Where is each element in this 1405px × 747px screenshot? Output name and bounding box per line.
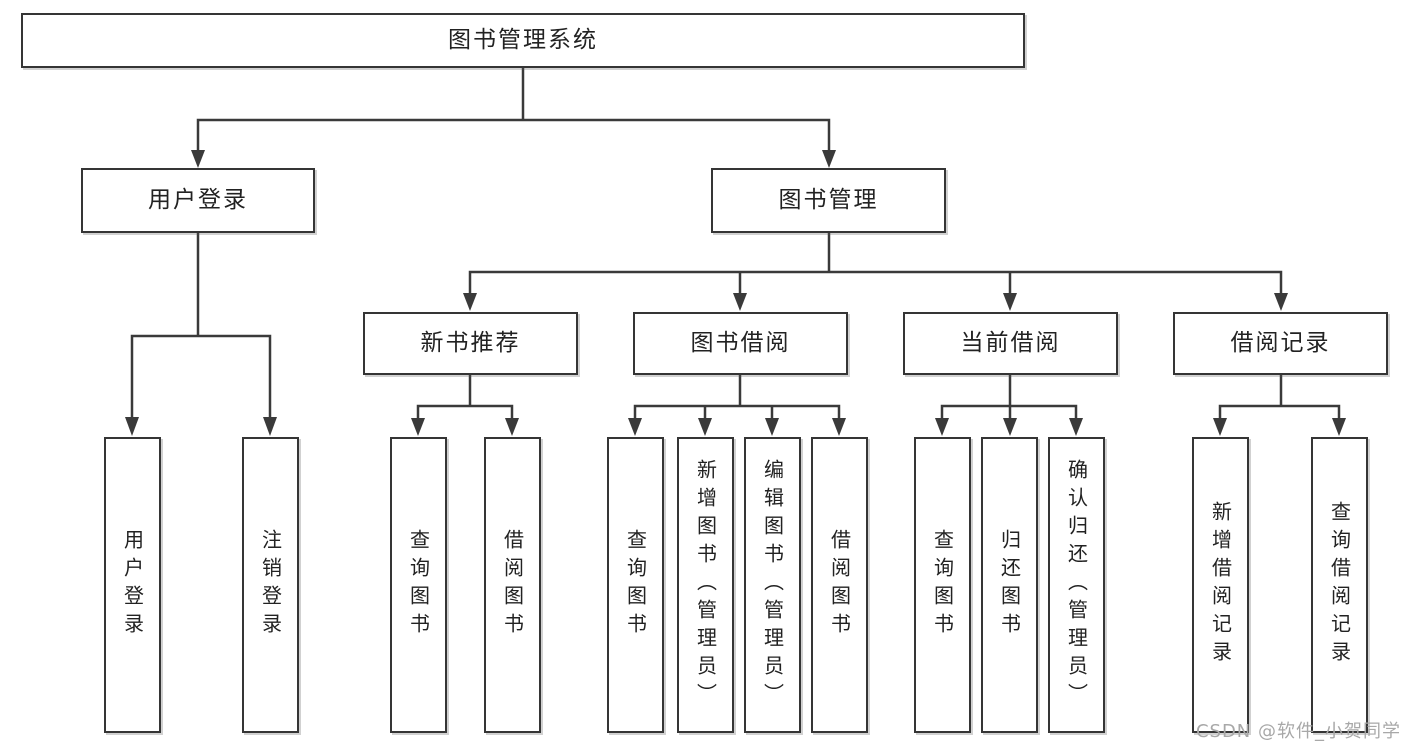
node-book-management: 图书管理 [711,168,946,233]
leaf-borrow-add-books-admin: 新增图书（管理员） [677,437,734,733]
leaf-borrow-query-books: 查询图书 [607,437,664,733]
node-new-book-recommend-label: 新书推荐 [420,330,521,356]
leaf-borrow-borrow-books: 借阅图书 [811,437,868,733]
leaf-newbooks-query-books-label: 查询图书 [406,529,431,641]
csdn-watermark: CSDN @软件_小贺同学 [1195,721,1401,742]
node-borrowing-records-label: 借阅记录 [1230,330,1331,356]
leaf-newbooks-query-books: 查询图书 [390,437,447,733]
arrowhead-icon [1069,418,1083,436]
node-root: 图书管理系统 [21,13,1025,68]
arrowhead-icon [822,150,836,168]
arrowhead-icon [935,418,949,436]
arrowhead-icon [733,293,747,311]
leaf-borrow-query-books-label: 查询图书 [623,529,648,641]
leaf-newbooks-borrow-books-label: 借阅图书 [500,529,525,641]
connector-current-borrowing-children [935,373,1083,436]
connector-user-login-children [125,231,277,436]
arrowhead-icon [1274,293,1288,311]
connector-book-borrowing-children [628,373,846,436]
leaf-records-query-record-label: 查询借阅记录 [1327,501,1352,669]
leaf-current-return-books: 归还图书 [981,437,1038,733]
arrowhead-icon [1213,418,1227,436]
arrowhead-icon [765,418,779,436]
arrowhead-icon [698,418,712,436]
node-user-login-label: 用户登录 [148,187,248,213]
leaf-records-add-record-label: 新增借阅记录 [1208,501,1233,669]
arrowhead-icon [411,418,425,436]
leaf-user-login: 用户登录 [104,437,161,733]
arrowhead-icon [1332,418,1346,436]
leaf-current-confirm-return-admin: 确认归还（管理员） [1048,437,1105,733]
leaf-records-add-record: 新增借阅记录 [1192,437,1249,733]
connector-book-management-children [463,231,1288,311]
leaf-logout-label: 注销登录 [258,529,283,641]
connector-root-to-level1 [191,66,836,168]
connector-borrowing-records-children [1213,373,1346,436]
node-book-management-label: 图书管理 [778,187,879,213]
leaf-current-confirm-return-admin-label: 确认归还（管理员） [1064,459,1089,711]
node-borrowing-records: 借阅记录 [1173,312,1388,375]
arrowhead-icon [628,418,642,436]
arrowhead-icon [125,417,139,436]
arrowhead-icon [263,417,277,436]
arrowhead-icon [832,418,846,436]
node-book-borrowing-label: 图书借阅 [690,330,791,356]
leaf-current-query-books: 查询图书 [914,437,971,733]
leaf-logout: 注销登录 [242,437,299,733]
leaf-newbooks-borrow-books: 借阅图书 [484,437,541,733]
leaf-current-return-books-label: 归还图书 [997,529,1022,641]
arrowhead-icon [1003,418,1017,436]
leaf-borrow-edit-books-admin-label: 编辑图书（管理员） [760,459,785,711]
arrowhead-icon [191,150,205,168]
leaf-borrow-borrow-books-label: 借阅图书 [827,529,852,641]
leaf-borrow-add-books-admin-label: 新增图书（管理员） [693,459,718,711]
leaf-borrow-edit-books-admin: 编辑图书（管理员） [744,437,801,733]
node-root-label: 图书管理系统 [448,27,598,53]
node-user-login: 用户登录 [81,168,315,233]
leaf-records-query-record: 查询借阅记录 [1311,437,1368,733]
node-current-borrowing-label: 当前借阅 [960,330,1061,356]
leaf-user-login-label: 用户登录 [120,529,145,641]
leaf-current-query-books-label: 查询图书 [930,529,955,641]
arrowhead-icon [463,293,477,311]
node-new-book-recommend: 新书推荐 [363,312,578,375]
connector-new-book-recommend-children [411,373,519,436]
arrowhead-icon [505,418,519,436]
node-current-borrowing: 当前借阅 [903,312,1118,375]
node-book-borrowing: 图书借阅 [633,312,848,375]
arrowhead-icon [1003,293,1017,311]
